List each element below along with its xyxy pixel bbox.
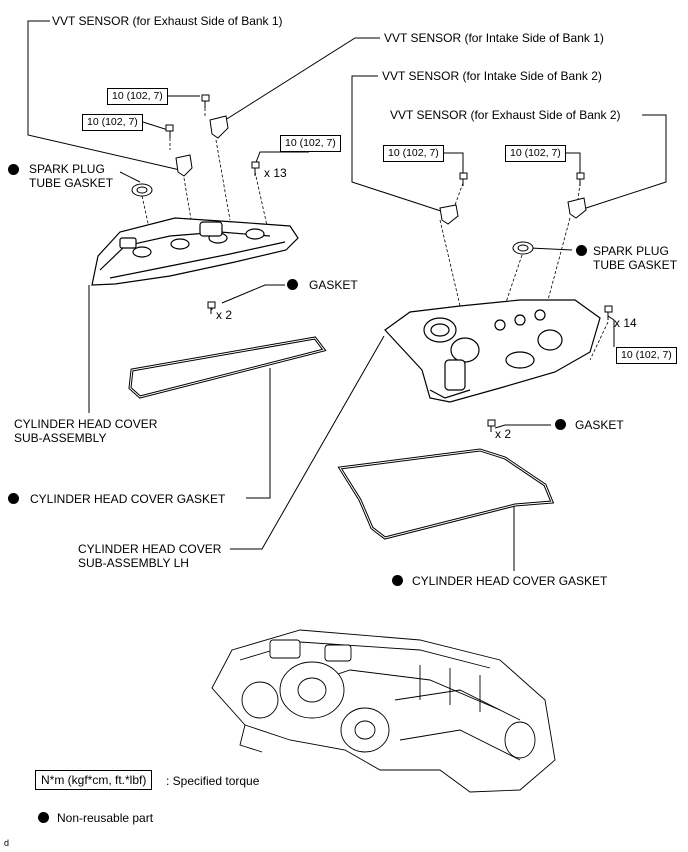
- corner-mark: d: [4, 838, 10, 848]
- leader-gasket-lower: [494, 424, 551, 429]
- legend-torque-desc: : Specified torque: [166, 774, 260, 788]
- non-reusable-marker-icon: [555, 419, 566, 430]
- engine-block: [211, 629, 556, 793]
- label-vvt-intake-bank1: VVT SENSOR (for Intake Side of Bank 1): [384, 31, 604, 45]
- cylinder-head-cover-gasket-left: [128, 336, 327, 399]
- leader-torque-t5: [565, 152, 581, 173]
- quantity-label: x 13: [264, 166, 287, 180]
- leader-torque-t6: [607, 315, 615, 347]
- cylinder-head-cover-lh: [91, 217, 299, 286]
- cylinder-head-cover-rh: [384, 299, 601, 403]
- leader-gasket-upper: [221, 284, 285, 304]
- legend-nonreusable: Non-reusable part: [57, 811, 154, 825]
- label-cover-gasket-right: CYLINDER HEAD COVER GASKET: [412, 574, 608, 588]
- torque-spec: 10 (102, 7): [280, 135, 341, 152]
- leader-torque-t3: [254, 151, 309, 166]
- leader-spark-right: [529, 247, 573, 251]
- non-reusable-marker-icon: [576, 245, 587, 256]
- label-gasket-lower: GASKET: [575, 418, 624, 432]
- legend-torque-unit: N*m (kgf*cm, ft.*lbf): [35, 770, 153, 790]
- label-gasket-upper: GASKET: [309, 278, 358, 292]
- quantity-label: x 14: [614, 316, 637, 330]
- leader-vvt-intake-bank2: [351, 75, 448, 214]
- non-reusable-marker-icon: [38, 812, 49, 823]
- non-reusable-marker-icon: [392, 575, 403, 586]
- cylinder-head-cover-gasket-right: [337, 448, 555, 540]
- torque-spec: 10 (102, 7): [383, 145, 444, 162]
- torque-spec: 10 (102, 7): [107, 88, 168, 105]
- label-cover-subassy: CYLINDER HEAD COVER SUB-ASSEMBLY: [14, 417, 158, 445]
- leader-vvt-exhaust-bank1: [27, 20, 181, 171]
- label-vvt-intake-bank2: VVT SENSOR (for Intake Side of Bank 2): [382, 69, 602, 83]
- label-vvt-exhaust-bank2: VVT SENSOR (for Exhaust Side of Bank 2): [390, 108, 621, 122]
- leader-spark-left: [119, 171, 141, 183]
- leader-cover-gasket-left: [246, 368, 271, 499]
- quantity-label: x 2: [495, 427, 512, 441]
- label-spark-plug-gasket-right: SPARK PLUG TUBE GASKET: [593, 244, 678, 272]
- torque-spec: 10 (102, 7): [82, 114, 143, 131]
- label-cover-subassy-lh: CYLINDER HEAD COVER SUB-ASSEMBLY LH: [78, 542, 222, 570]
- leader-vvt-intake-bank1: [221, 37, 380, 123]
- leader-vvt-exhaust-bank2: [579, 114, 667, 211]
- non-reusable-marker-icon: [8, 493, 19, 504]
- non-reusable-marker-icon: [8, 164, 19, 175]
- leader-cover-lh: [230, 335, 385, 550]
- label-spark-plug-gasket-left: SPARK PLUG TUBE GASKET: [29, 162, 114, 190]
- leader-torque-t4: [444, 152, 464, 173]
- leader-torque-t2: [142, 121, 169, 131]
- torque-spec: 10 (102, 7): [505, 145, 566, 162]
- label-vvt-exhaust-bank1: VVT SENSOR (for Exhaust Side of Bank 1): [52, 14, 283, 28]
- bolts-and-sensors: [131, 94, 613, 432]
- non-reusable-marker-icon: [287, 279, 298, 290]
- torque-spec: 10 (102, 7): [616, 347, 677, 364]
- label-cover-gasket-left: CYLINDER HEAD COVER GASKET: [30, 492, 226, 506]
- quantity-label: x 2: [216, 308, 233, 322]
